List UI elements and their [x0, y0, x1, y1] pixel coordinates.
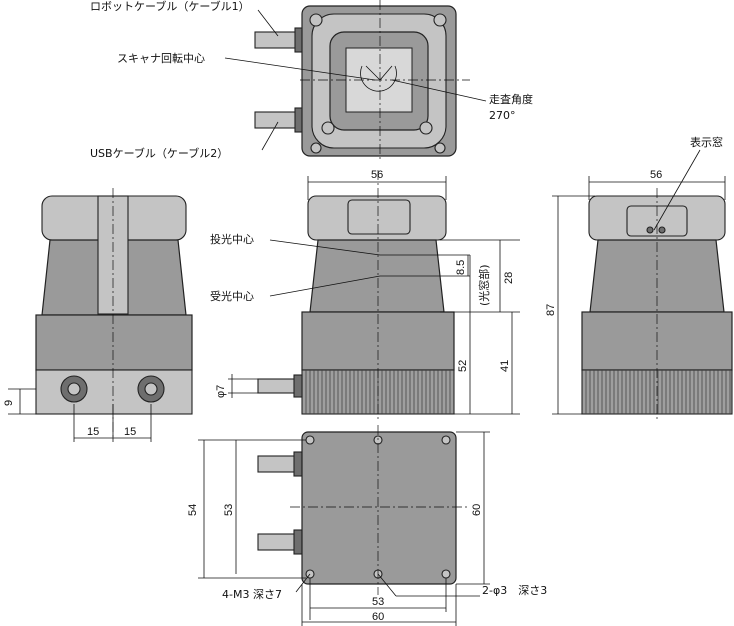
back-connector-block	[35, 369, 193, 415]
emit-center-label: 投光中心	[210, 232, 254, 246]
leader-line	[257, 9, 279, 37]
usb-cable-label: USBケーブル（ケーブル2）	[90, 146, 228, 160]
grille-lines	[305, 370, 451, 414]
front-cable-connector	[293, 374, 303, 398]
leader-line	[391, 79, 487, 102]
bottom-cable	[257, 533, 299, 551]
dim-cable-dia: φ7	[215, 385, 227, 398]
dim-emit-offset: 8.5	[455, 260, 467, 275]
dim-front-width: 56	[371, 169, 383, 181]
connector-pin-icon	[144, 382, 158, 396]
scan-angle-value: 270°	[489, 109, 516, 122]
leader-line	[377, 573, 397, 597]
screw-icon	[434, 142, 446, 154]
scan-angle-label: 走査角度	[489, 92, 533, 106]
leader-line	[269, 239, 381, 256]
dim-base-to-window: 52	[457, 360, 469, 372]
side-view: 56 表示窓 87	[545, 135, 733, 420]
mount-hole-icon	[441, 435, 451, 445]
leader-line	[295, 573, 311, 593]
dim-pitch-right: 15	[124, 426, 136, 438]
dim-bottom-width-inner: 53	[372, 596, 384, 608]
leader-line	[261, 121, 279, 151]
front-view: 56 投光中心 受光中心 8.5 (光窓部) 28 52 41 φ7	[210, 169, 520, 420]
scan-arc	[360, 65, 397, 92]
dim-bottom-depth-right: 60	[471, 504, 483, 516]
scanner-center-label: スキャナ回転中心	[117, 52, 205, 65]
grille-lines	[585, 370, 731, 414]
indicator-led-icon	[658, 226, 666, 234]
pin-holes-label: 2-φ3 深さ3	[482, 584, 547, 597]
dim-side-width: 56	[650, 169, 662, 181]
bottom-plate	[301, 431, 457, 585]
robot-cable-label: ロボットケーブル（ケーブル1）	[90, 0, 250, 13]
dim-connector-height: 9	[3, 400, 15, 406]
bottom-cable-connector	[293, 529, 303, 555]
screw-icon	[433, 13, 447, 27]
front-window	[347, 199, 411, 235]
leader-line	[269, 275, 381, 297]
bottom-cable-connector	[293, 451, 303, 477]
indicator-window-label: 表示窓	[690, 135, 723, 149]
bottom-view: 54 53 60 53 60 4-M3 深さ7 2-φ3 深さ3	[187, 425, 547, 626]
usb-cable	[254, 111, 300, 129]
screw-icon	[309, 13, 323, 27]
front-cable	[257, 378, 299, 394]
mount-hole-icon	[305, 435, 315, 445]
connector-pin-icon	[67, 382, 81, 396]
indicator-led-icon	[646, 226, 654, 234]
mount-hole-icon	[441, 569, 451, 579]
screw-icon	[310, 142, 322, 154]
dim-pitch-left: 15	[87, 426, 99, 438]
dim-window-height: 28	[503, 272, 515, 284]
top-view: ロボットケーブル（ケーブル1） スキャナ回転中心 USBケーブル（ケーブル2） …	[90, 0, 533, 160]
bottom-cable	[257, 455, 299, 473]
leader-line	[653, 149, 701, 231]
leader-line	[224, 57, 376, 81]
back-view: 9 15 15	[3, 188, 193, 442]
dim-height-total: 87	[545, 304, 557, 316]
optical-window-label: (光窓部)	[477, 264, 491, 306]
screw-icon	[321, 121, 335, 135]
dim-base-height: 41	[499, 360, 511, 372]
scan-ray	[365, 65, 381, 81]
mount-holes-label: 4-M3 深さ7	[222, 588, 282, 601]
receive-center-label: 受光中心	[210, 289, 254, 303]
dim-bottom-depth-outer: 54	[187, 504, 199, 516]
screw-icon	[419, 121, 433, 135]
scan-ray	[379, 65, 393, 81]
dim-bottom-depth-inner: 53	[223, 504, 235, 516]
back-base	[35, 314, 193, 371]
dim-bottom-width-outer: 60	[372, 611, 384, 623]
